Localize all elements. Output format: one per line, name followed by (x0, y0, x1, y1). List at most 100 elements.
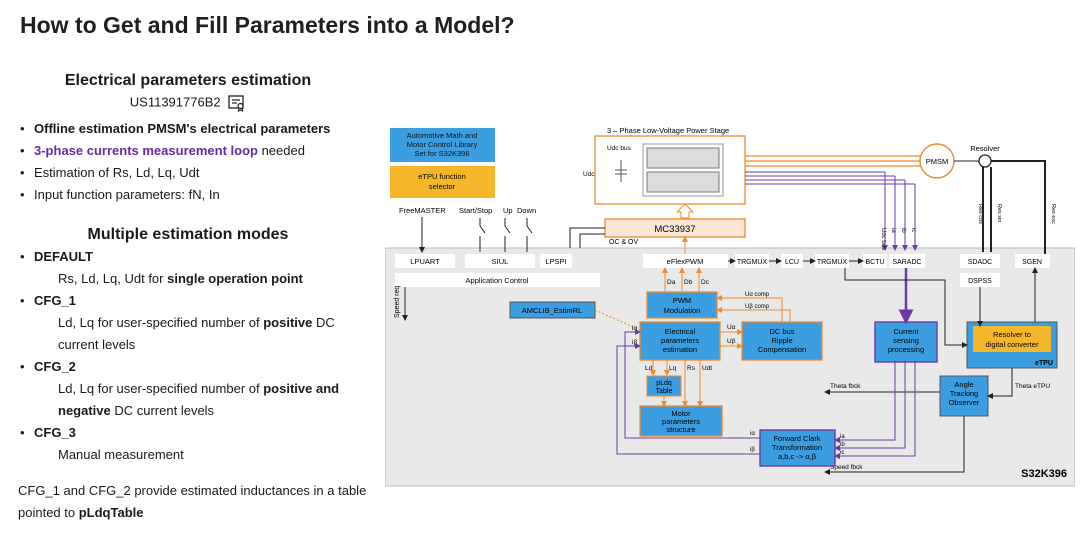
list-item: CFG_1 (18, 290, 378, 312)
svg-text:eTPU: eTPU (1035, 360, 1053, 367)
motor-parameters-box (639, 405, 723, 437)
svg-text:estimation: estimation (663, 345, 697, 354)
svg-text:structure: structure (666, 425, 695, 434)
estimation-list: Offline estimation PMSM's electrical par… (18, 118, 378, 206)
siul-box (465, 254, 535, 268)
svg-text:Set for S32K396: Set for S32K396 (414, 149, 469, 158)
svg-text:ic: ic (840, 450, 844, 456)
svg-text:Theta fbck: Theta fbck (830, 383, 861, 390)
trgmux-box-2 (815, 254, 849, 268)
mode-description: Ld, Lq for user-specified number of posi… (58, 381, 340, 418)
trgmux-box-1 (735, 254, 769, 268)
mode-description: Rs, Ld, Lq, Udt for single operation poi… (58, 271, 303, 286)
svg-text:TRGMUX: TRGMUX (737, 259, 768, 266)
svg-text:selector: selector (429, 182, 456, 191)
svg-text:digital converter: digital converter (986, 340, 1039, 349)
current-sensing-box (874, 321, 938, 363)
svg-text:Table: Table (656, 388, 673, 395)
block-diagram: S32K396 Automotive Math and Motor Contro… (385, 126, 1075, 487)
saradc-box (889, 254, 925, 268)
svg-text:LCU: LCU (785, 259, 799, 266)
forward-clark-box (759, 429, 836, 467)
svg-text:parameters: parameters (661, 336, 699, 345)
svg-text:AMCLIB_EstimRL: AMCLIB_EstimRL (522, 306, 582, 315)
lcu-box (781, 254, 803, 268)
list-item: Estimation of Rs, Ld, Lq, Udt (18, 162, 378, 184)
svg-text:Speed req: Speed req (394, 286, 401, 318)
mode-description: Ld, Lq for user-specified number of posi… (58, 315, 335, 352)
svg-text:Udc bus: Udc bus (607, 145, 632, 152)
svg-text:Motor: Motor (671, 409, 691, 418)
dspss-box (960, 273, 1000, 287)
modes-list: DEFAULT Rs, Ld, Lq, Udt for single opera… (18, 246, 378, 466)
lpspi-box (540, 254, 572, 268)
svg-text:ia: ia (890, 228, 896, 233)
svg-text:Resolver: Resolver (970, 144, 1000, 153)
svg-text:Up: Up (503, 206, 513, 215)
svg-text:Down: Down (517, 206, 536, 215)
svg-text:MC33937: MC33937 (654, 224, 695, 235)
svg-text:ib: ib (900, 228, 906, 233)
svg-text:Application Control: Application Control (466, 276, 529, 285)
svg-text:eFlexPWM: eFlexPWM (667, 257, 704, 266)
svg-text:Udc: Udc (583, 171, 595, 178)
svg-text:iβ: iβ (750, 447, 755, 453)
sgen-box (1015, 254, 1050, 268)
mode-description: Manual measurement (58, 447, 184, 462)
svg-text:ia: ia (840, 434, 845, 440)
svg-text:Uβ comp: Uβ comp (745, 304, 770, 310)
svg-text:FreeMASTER: FreeMASTER (399, 206, 446, 215)
svg-text:Rs: Rs (687, 365, 696, 372)
svg-text:pLdq: pLdq (656, 380, 672, 387)
svg-text:Automotive Math and: Automotive Math and (407, 131, 478, 140)
svg-text:Tracking: Tracking (950, 389, 978, 398)
resolver (978, 154, 992, 168)
svg-text:Res sin: Res sin (996, 204, 1002, 222)
section-heading-estimation: Electrical parameters estimation (64, 72, 312, 89)
svg-text:parameters: parameters (662, 417, 700, 426)
svg-text:LPUART: LPUART (410, 257, 440, 266)
svg-text:SGEN: SGEN (1022, 259, 1042, 266)
svg-text:a,b,c -> α,β: a,b,c -> α,β (778, 452, 817, 461)
svg-text:Forward Clark: Forward Clark (773, 434, 820, 443)
svg-text:Transformation: Transformation (772, 443, 822, 452)
svg-text:Modulation: Modulation (664, 306, 701, 315)
svg-text:Speed fbck: Speed fbck (830, 464, 863, 471)
list-item: Offline estimation PMSM's electrical par… (18, 118, 378, 140)
resolver-to-digital-box (973, 326, 1051, 352)
svg-text:ic: ic (910, 228, 916, 232)
svg-text:Theta eTPU: Theta eTPU (1015, 383, 1050, 390)
list-item: CFG_3 (18, 422, 378, 444)
electrical-estimation-box (639, 321, 721, 361)
svg-text:DSPSS: DSPSS (968, 278, 992, 285)
svg-text:iα: iα (632, 325, 637, 332)
svg-text:Lq: Lq (669, 365, 677, 372)
list-item: 3-phase currents measurement loop needed (18, 140, 378, 162)
svg-text:Dc: Dc (701, 279, 710, 286)
svg-text:Angle: Angle (954, 380, 973, 389)
list-item: DEFAULT (18, 246, 378, 268)
section-heading-modes: Multiple estimation modes (87, 226, 289, 243)
svg-text:PMSM: PMSM (926, 157, 949, 166)
svg-text:Db: Db (684, 279, 693, 286)
svg-text:iβ: iβ (632, 339, 637, 346)
amlib-box (390, 128, 495, 162)
svg-text:sensing: sensing (893, 336, 919, 345)
svg-text:Ld: Ld (645, 365, 653, 372)
svg-text:Resolver to: Resolver to (993, 330, 1031, 339)
svg-text:Start/Stop: Start/Stop (459, 206, 492, 215)
footnote: CFG_1 and CFG_2 provide estimated induct… (18, 483, 367, 520)
patent-number: US11391776B2 (129, 94, 221, 110)
svg-text:SDADC: SDADC (968, 259, 993, 266)
chip-background (385, 247, 1075, 487)
chip-label: S32K396 (1021, 468, 1067, 480)
svg-text:DC bus: DC bus (769, 327, 794, 336)
svg-text:PWM: PWM (673, 296, 691, 305)
svg-text:Uα: Uα (727, 324, 736, 331)
left-panel: Electrical parameters estimation US11391… (18, 72, 378, 466)
svg-text:LPSPI: LPSPI (545, 257, 566, 266)
application-control-box (395, 273, 600, 287)
bctu-box (863, 254, 887, 268)
svg-text:Uα comp: Uα comp (745, 292, 770, 298)
svg-text:ib: ib (840, 442, 845, 448)
